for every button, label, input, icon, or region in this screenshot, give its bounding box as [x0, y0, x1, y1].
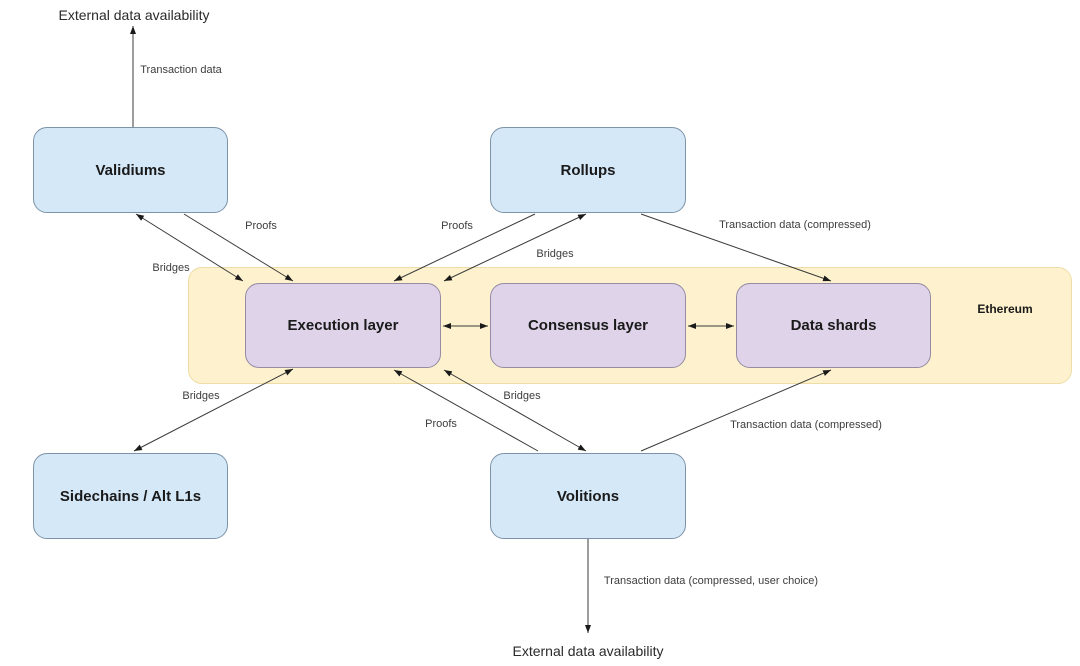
edge-label: Bridges [503, 390, 541, 402]
edge-label: Bridges [152, 262, 190, 274]
node-label: Rollups [560, 161, 616, 179]
node-volitions: Volitions [490, 453, 686, 539]
edge-label: Transaction data (compressed) [719, 219, 871, 231]
node-label: Validiums [95, 161, 166, 179]
edge-label: Bridges [182, 390, 220, 402]
edge-label: Transaction data (compressed, user choic… [603, 575, 819, 587]
edge-label: Ethereum [977, 302, 1033, 316]
edge-label: Proofs [245, 220, 277, 232]
node-rollups: Rollups [490, 127, 686, 213]
node-execution-layer: Execution layer [245, 283, 441, 368]
edge-label: Transaction data (compressed) [730, 419, 882, 431]
node-consensus-layer: Consensus layer [490, 283, 686, 368]
node-label: Consensus layer [527, 317, 649, 334]
node-label: Execution layer [287, 317, 399, 334]
node-label: Data shards [790, 317, 877, 334]
edge-label: Bridges [536, 248, 574, 260]
node-label: Volitions [556, 487, 620, 505]
external-data-availability-top-caption: External data availability [58, 7, 210, 23]
node-label: Sidechains / Alt L1s [59, 487, 202, 505]
node-sidechains: Sidechains / Alt L1s [33, 453, 228, 539]
node-validiums: Validiums [33, 127, 228, 213]
edge-label: Transaction data [140, 64, 222, 76]
node-data-shards: Data shards [736, 283, 931, 368]
edge-label: Proofs [425, 418, 457, 430]
external-data-availability-bottom-caption: External data availability [512, 643, 664, 659]
edge-label: Proofs [441, 220, 473, 232]
